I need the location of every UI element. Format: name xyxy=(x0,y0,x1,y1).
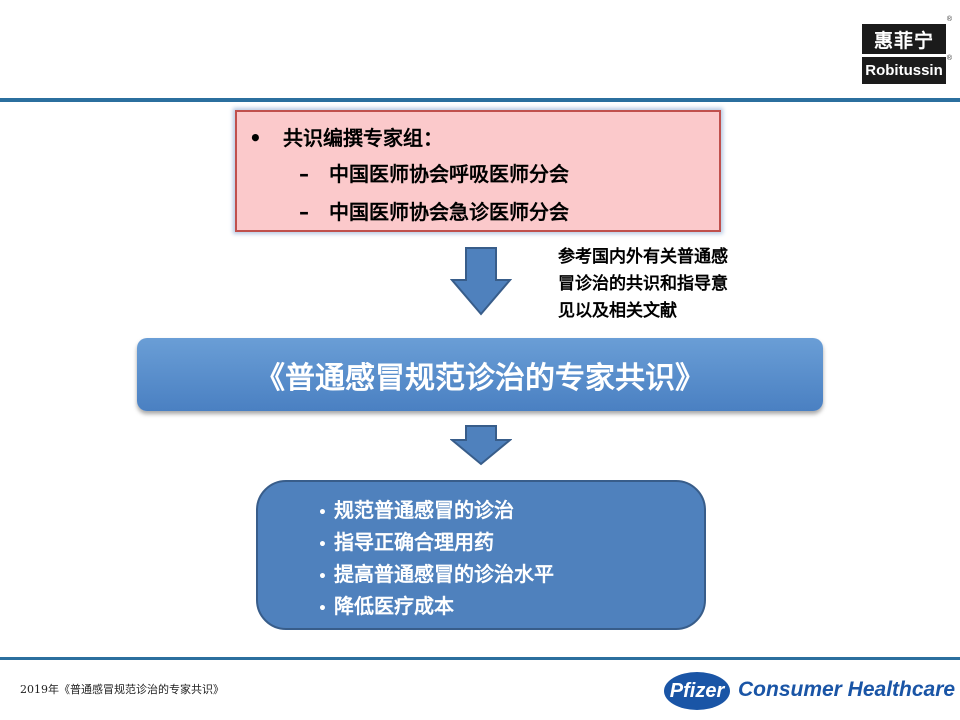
goal-label: 指导正确合理用药 xyxy=(334,530,494,554)
goals-panel: •规范普通感冒的诊治 •指导正确合理用药 •提高普通感冒的诊治水平 •降低医疗成… xyxy=(256,480,706,630)
logo-cn: 惠菲宁 xyxy=(862,24,946,54)
note-line: 参考国内外有关普通感 xyxy=(558,247,728,267)
panel-item-label: 中国医师协会呼吸医师分会 xyxy=(329,162,569,186)
expert-group-panel: • 共识编撰专家组： –中国医师协会呼吸医师分会 –中国医师协会急诊医师分会 xyxy=(235,110,721,232)
robitussin-logo: 惠菲宁 Robitussin ® ® xyxy=(862,16,952,84)
down-arrow-icon xyxy=(450,247,512,316)
goal-item: •规范普通感冒的诊治 xyxy=(318,498,514,522)
consensus-title-banner: 《普通感冒规范诊治的专家共识》 xyxy=(137,338,823,411)
note-line: 冒诊治的共识和指导意 xyxy=(558,274,728,294)
down-arrow-icon xyxy=(450,425,512,466)
goal-item: •指导正确合理用药 xyxy=(318,530,494,554)
panel-dash: – xyxy=(299,200,309,224)
logo-reg-mark-top: ® xyxy=(946,16,952,23)
panel-title-line: • 共识编撰专家组： xyxy=(249,122,443,151)
header-divider xyxy=(0,98,960,102)
panel-item-label: 中国医师协会急诊医师分会 xyxy=(329,200,569,224)
panel-title: 共识编撰专家组： xyxy=(283,126,443,150)
reference-note: 参考国内外有关普通感 冒诊治的共识和指导意 见以及相关文献 xyxy=(558,244,818,325)
panel-item: –中国医师协会急诊医师分会 xyxy=(299,196,569,225)
pfizer-mark: Pfizer xyxy=(664,672,730,710)
banner-title: 《普通感冒规范诊治的专家共识》 xyxy=(255,360,705,396)
goal-item: •提高普通感冒的诊治水平 xyxy=(318,562,554,586)
brand-text: Consumer Healthcare xyxy=(738,678,956,701)
footer-divider xyxy=(0,657,960,660)
panel-bullet: • xyxy=(249,126,262,150)
logo-en: Robitussin xyxy=(862,57,946,84)
goal-item: •降低医疗成本 xyxy=(318,594,454,618)
note-line: 见以及相关文献 xyxy=(558,301,677,321)
panel-dash: – xyxy=(299,162,309,186)
goal-label: 提高普通感冒的诊治水平 xyxy=(334,562,554,586)
goal-label: 规范普通感冒的诊治 xyxy=(334,498,514,522)
pfizer-consumer-healthcare-logo: Pfizer Consumer Healthcare xyxy=(664,672,955,712)
footer-caption: 2019年《普通感冒规范诊治的专家共识》 xyxy=(20,683,224,696)
goal-label: 降低医疗成本 xyxy=(334,594,454,618)
panel-item: –中国医师协会呼吸医师分会 xyxy=(299,158,569,187)
logo-reg-mark-bottom: ® xyxy=(946,55,952,62)
